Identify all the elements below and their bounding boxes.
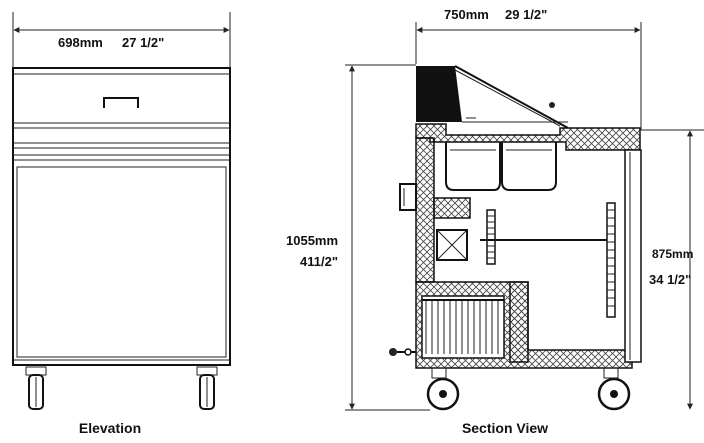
counter-height-in: 34 1/2" — [649, 272, 691, 287]
control-box-icon — [399, 183, 417, 211]
food-pans — [445, 142, 557, 191]
condenser-coil — [421, 295, 505, 359]
counter-height-dimension: 875mm 34 1/2" — [641, 129, 704, 410]
section-height-in: 411/2" — [300, 254, 338, 269]
canopy-bolt-icon — [549, 102, 555, 108]
elevation-width-in: 27 1/2" — [122, 35, 164, 50]
section-height-mm: 1055mm — [286, 233, 338, 248]
lid-handle-icon — [103, 97, 139, 108]
section-height-dimension: 1055mm 411/2" — [286, 64, 430, 411]
interior-shelf-assembly — [480, 202, 616, 318]
elevation-cabinet — [12, 67, 231, 366]
elevation-width-dimension: 698mm 27 1/2" — [12, 12, 231, 68]
section-canopy — [416, 65, 569, 129]
drain-valve-icon — [389, 348, 416, 356]
section-width-mm: 750mm — [444, 7, 489, 22]
section-left-castor-icon — [426, 367, 460, 411]
section-right-castor-icon — [597, 367, 631, 411]
evaporator-box — [436, 229, 468, 261]
elevation-door — [16, 166, 227, 358]
section-width-in: 29 1/2" — [505, 7, 547, 22]
elevation-caption: Elevation — [79, 420, 141, 436]
elevation-view: 698mm 27 1/2" — [12, 12, 231, 436]
counter-height-mm: 875mm — [652, 247, 693, 261]
section-view: 750mm 29 1/2" 1055mm 411/2" 875mm 34 1/2… — [286, 7, 704, 436]
elevation-width-mm: 698mm — [58, 35, 103, 50]
section-width-dimension: 750mm 29 1/2" — [415, 7, 642, 130]
right-castor-icon — [196, 366, 218, 410]
left-castor-icon — [25, 366, 47, 410]
section-caption: Section View — [462, 420, 548, 436]
